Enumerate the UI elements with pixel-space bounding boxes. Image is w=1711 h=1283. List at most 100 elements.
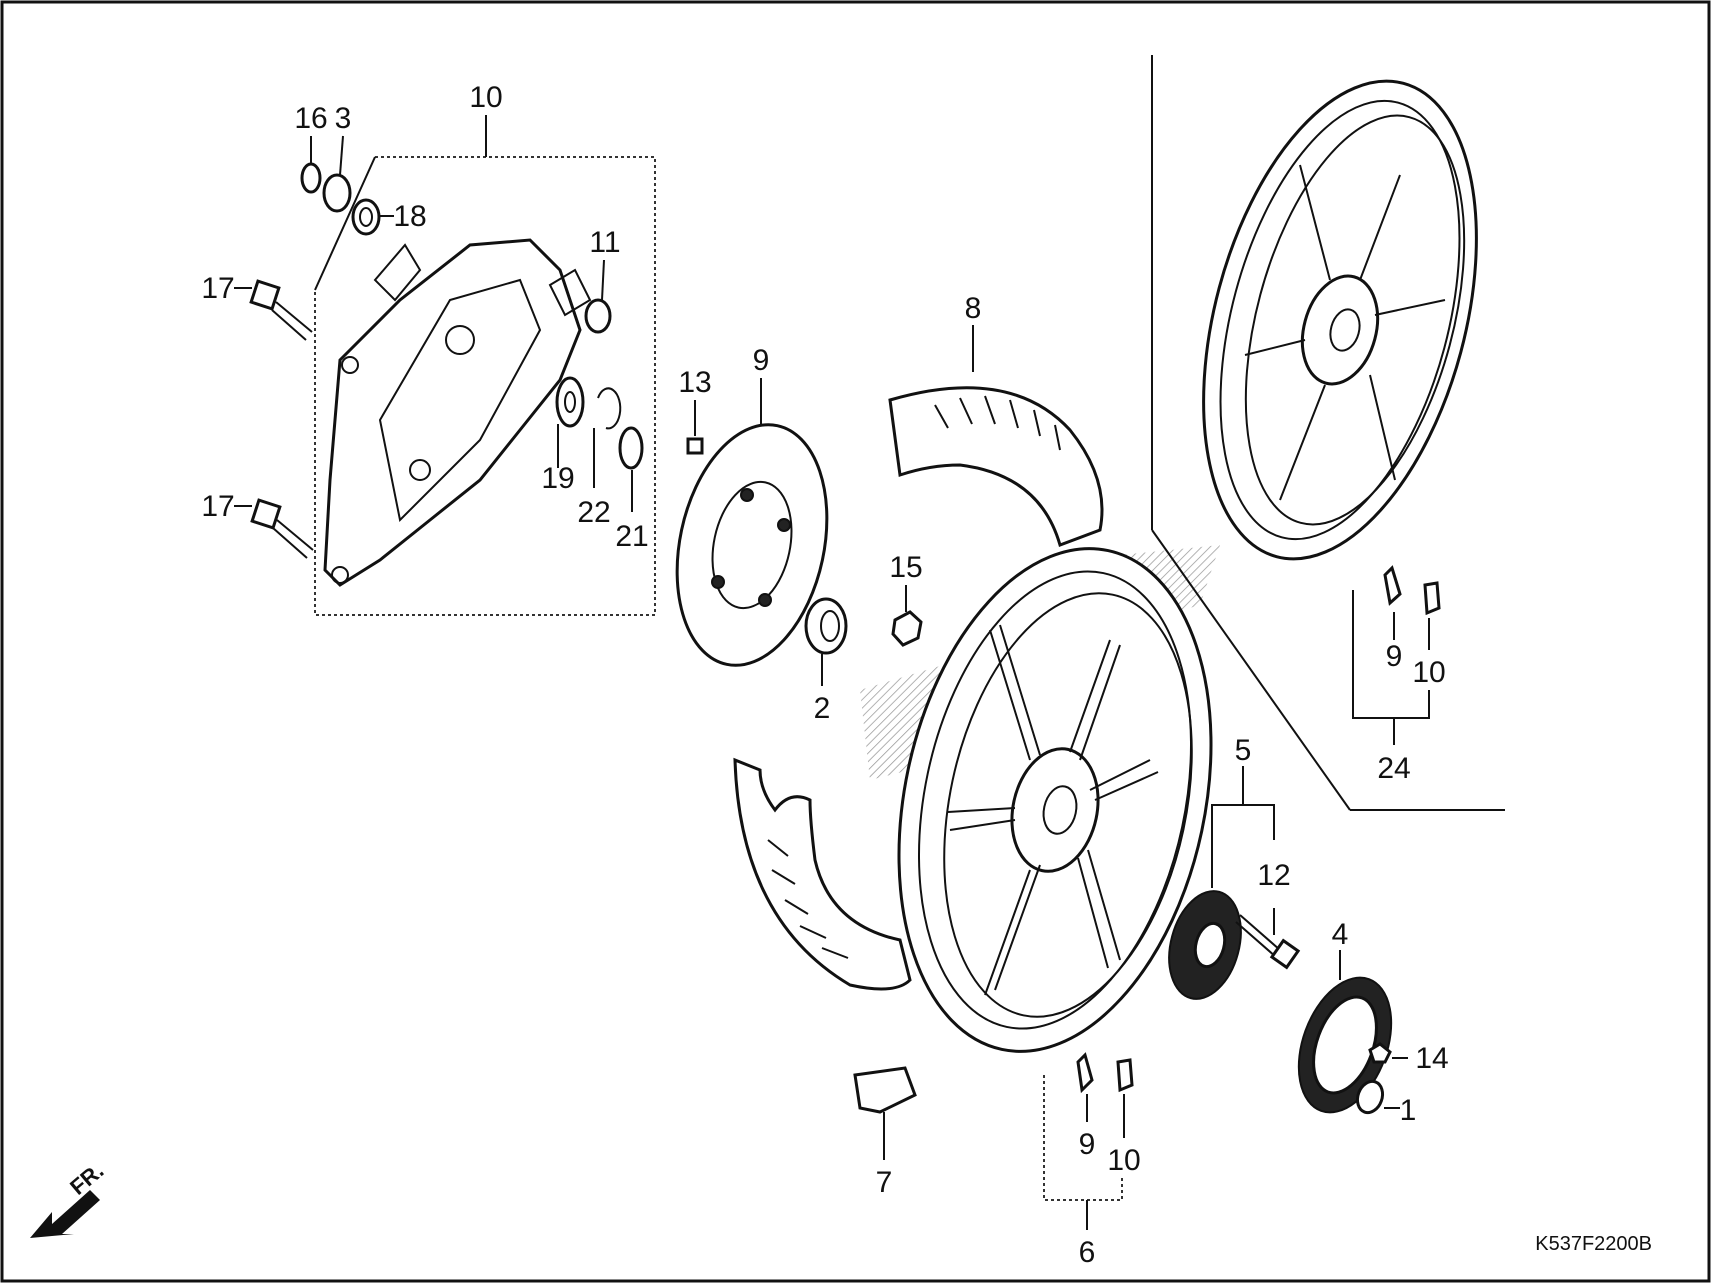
part-18-ring xyxy=(300,162,322,194)
callout-3: 3 xyxy=(335,102,352,135)
wheel-rim-flange xyxy=(943,592,1193,1018)
callout-6: 6 xyxy=(1079,1236,1096,1269)
swingarm-bolt-hole-upper xyxy=(341,356,359,374)
part-16-bolt xyxy=(1368,1042,1392,1064)
leader-12-left xyxy=(314,156,376,291)
callout-4: 4 xyxy=(1332,918,1349,951)
wheel-axle-hole xyxy=(1042,785,1078,835)
tire-upper-section xyxy=(888,386,1104,547)
part-19-nut xyxy=(891,610,923,647)
callout-1: 1 xyxy=(1400,1094,1417,1127)
part-21-oil-seal xyxy=(351,198,381,236)
inset-wheel-panel xyxy=(1151,55,1505,811)
inset-part-10-valve-cap xyxy=(1423,581,1441,616)
callout-8: 8 xyxy=(965,292,982,325)
callout-9-inset: 9 xyxy=(1386,640,1403,673)
part-9-valve xyxy=(1076,1052,1094,1094)
callout-18: 16 xyxy=(294,102,327,135)
valve-group-main xyxy=(1043,1052,1134,1230)
fr-arrow-icon xyxy=(30,1190,100,1238)
disc-mount-hole-4 xyxy=(711,575,725,589)
callout-13: 11 xyxy=(589,226,620,259)
sprocket-group xyxy=(1297,950,1408,1115)
part-14-bolt xyxy=(1235,914,1301,970)
inset-bracket-24 xyxy=(1352,590,1430,719)
disc-mount-hole-1 xyxy=(740,488,754,502)
swingarm-boss-lower xyxy=(409,459,431,481)
part-22-oil-seal xyxy=(618,426,644,470)
callout-2: 2 xyxy=(814,692,831,725)
callout-10-inset: 10 xyxy=(1412,656,1445,689)
part-13-collar xyxy=(584,298,612,334)
brake-disc-group xyxy=(675,378,829,667)
front-direction-arrow: FR. xyxy=(30,1158,108,1238)
inset-axle-hole xyxy=(1329,308,1361,352)
inset-divider-diagonal xyxy=(1151,529,1351,811)
callout-21: 18 xyxy=(393,200,426,233)
inset-rim-flange xyxy=(1244,114,1466,526)
wheel-spokes xyxy=(949,624,1151,991)
inset-hub xyxy=(1300,274,1380,386)
callout-20: 19 xyxy=(541,462,574,495)
part-8-tire xyxy=(733,386,1104,991)
inset-spokes xyxy=(1244,164,1446,501)
inset-part-9-valve xyxy=(1383,565,1402,606)
leader-3 xyxy=(339,135,344,176)
part-23-circlip xyxy=(597,387,622,430)
part-20-bearing xyxy=(555,376,585,428)
part-17-bolt-upper xyxy=(249,279,313,341)
callout-9-main: 9 xyxy=(1079,1128,1096,1161)
leader-13 xyxy=(601,259,605,301)
part-10-valve-cap xyxy=(1116,1058,1134,1093)
callout-12: 10 xyxy=(469,81,502,114)
disc-mount-hole-3 xyxy=(758,593,772,607)
callout-5: 5 xyxy=(1235,734,1252,767)
swingarm-rear-boss xyxy=(548,268,592,317)
callout-11: 9 xyxy=(753,344,770,377)
wheel-set-bracket-6 xyxy=(1043,1075,1123,1201)
callout-24: 24 xyxy=(1377,752,1410,785)
callout-17-lower: 17 xyxy=(201,490,234,523)
inset-rim-inner xyxy=(1219,99,1461,541)
part-20-bearing-inner xyxy=(564,391,576,413)
callout-17-upper: 17 xyxy=(201,272,234,305)
callout-15: 13 xyxy=(678,366,711,399)
tire-lower-section xyxy=(733,757,912,991)
fr-label: FR. xyxy=(65,1158,108,1200)
part-15-bolt xyxy=(686,437,704,455)
part-3-collar xyxy=(322,173,352,213)
callout-23: 22 xyxy=(577,496,610,529)
callout-10-main: 10 xyxy=(1107,1144,1140,1177)
callout-19: 15 xyxy=(889,551,922,584)
tire-tread-lower xyxy=(767,839,849,959)
callout-14: 12 xyxy=(1257,859,1290,892)
final-driven-flange-group xyxy=(1168,766,1301,1000)
wheel-hub xyxy=(1010,747,1100,873)
swingarm-bolt-hole-lower xyxy=(331,566,349,584)
part-11-disc-hub xyxy=(711,480,793,610)
wheel-spokes-outline xyxy=(947,629,1159,996)
part-5-flange-center xyxy=(1193,921,1227,969)
rear-wheel xyxy=(860,545,1220,1053)
part-2-collar xyxy=(804,597,848,655)
swingarm-group xyxy=(234,115,656,616)
part-17-bolt-lower xyxy=(250,498,314,559)
swingarm-pivot-boss xyxy=(373,243,422,302)
swingarm-web xyxy=(378,278,542,523)
swingarm-boss-ring xyxy=(445,325,475,355)
disc-mount-hole-2 xyxy=(777,518,791,532)
swingarm-body xyxy=(323,238,582,587)
part-1-nut xyxy=(1355,1079,1385,1115)
drawing-code: K537F2200B xyxy=(1535,1233,1652,1255)
callout-16: 14 xyxy=(1415,1042,1448,1075)
part-7-balance-weight xyxy=(853,1066,917,1114)
wheel-rim-inner xyxy=(917,570,1193,1030)
swingarm-group-bracket xyxy=(314,156,656,616)
part-11-brake-disc xyxy=(675,423,829,667)
callout-22: 21 xyxy=(615,520,648,553)
part-21-seal-inner xyxy=(359,207,373,227)
callout-7: 7 xyxy=(876,1166,893,1199)
